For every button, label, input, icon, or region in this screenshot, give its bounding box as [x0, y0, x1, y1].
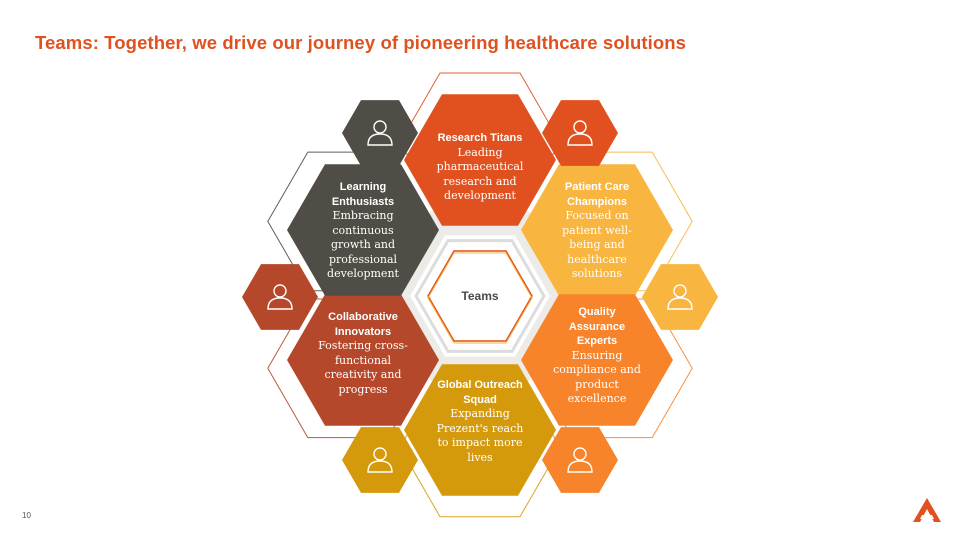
user-icon-2 [542, 100, 618, 166]
team-description: Expanding Prezent's reach to impact more… [436, 407, 524, 464]
center-hex-inner [427, 250, 533, 342]
user-icon-1 [342, 100, 418, 166]
user-icon-3 [642, 264, 718, 330]
team-title: Learning Enthusiasts [331, 181, 395, 208]
prezent-logo-icon [913, 498, 941, 522]
page-number: 10 [22, 511, 31, 520]
team-hex-patient-care [521, 164, 673, 296]
team-title: Research Titans [437, 132, 523, 144]
team-description: Ensuring compliance and product excellen… [553, 348, 641, 406]
team-description: Fostering cross-functional creativity an… [318, 339, 408, 396]
team-hex-global [404, 364, 556, 496]
team-hex-quality [521, 294, 673, 426]
team-title: Collaborative Innovators [328, 311, 398, 338]
team-description: Focused on patient well-being and health… [562, 209, 632, 280]
center-label: Teams [461, 289, 499, 303]
team-hex-learning [287, 164, 439, 296]
user-icon-4 [542, 427, 618, 493]
center-hex-accent [427, 252, 533, 344]
center-hex-outer [414, 239, 546, 353]
team-title: Patient Care Champions [564, 181, 630, 208]
page-title: Teams: Together, we drive our journey of… [35, 32, 687, 53]
user-icon-6 [242, 264, 318, 330]
team-hex-collaborative [287, 294, 439, 426]
team-hex-research [404, 94, 556, 226]
team-title: Global Outreach Squad [437, 379, 523, 406]
team-description: Leading pharmaceutical research and deve… [436, 145, 524, 203]
team-title: Quality Assurance Experts [568, 306, 626, 347]
team-description: Embracing continuous growth and professi… [327, 209, 399, 280]
user-icon-5 [342, 427, 418, 493]
